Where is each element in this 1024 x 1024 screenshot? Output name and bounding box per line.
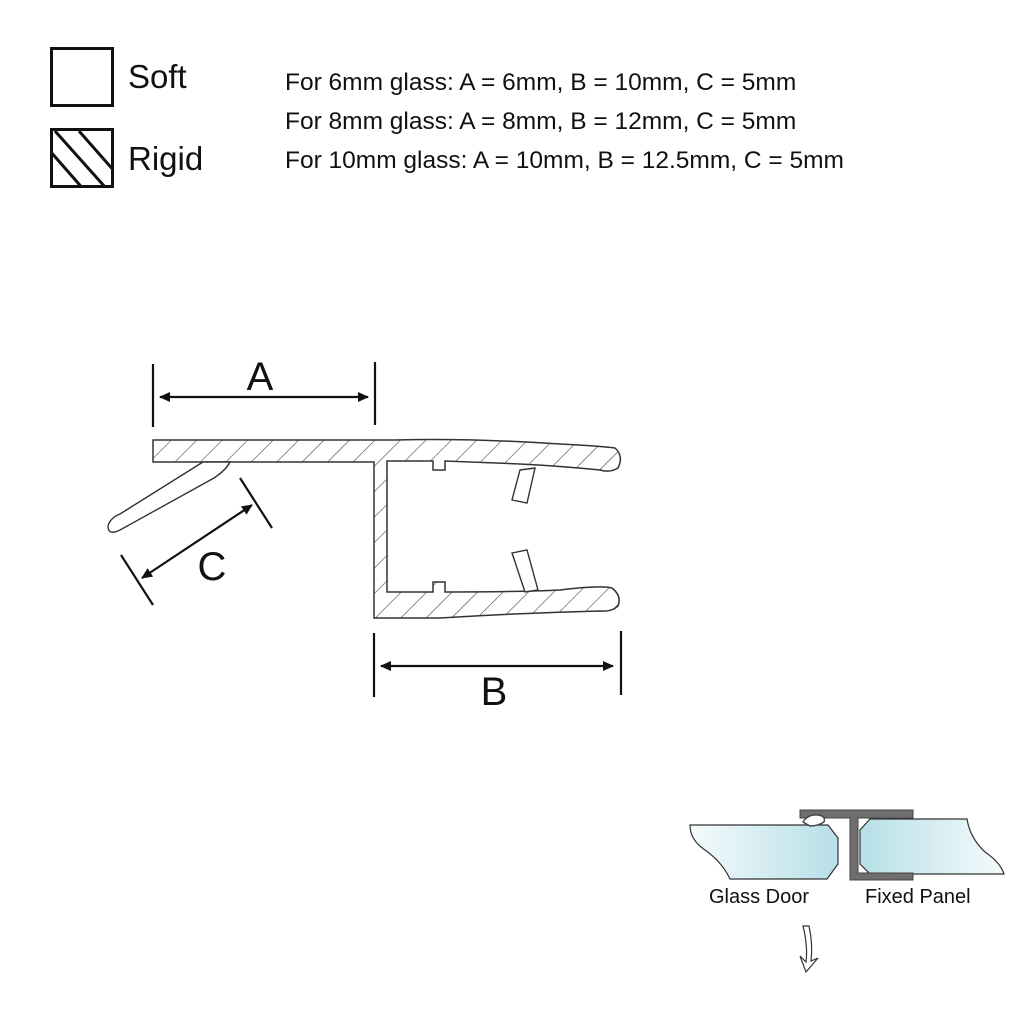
spec-8mm: For 8mm glass: A = 8mm, B = 12mm, C = 5m… [285, 108, 797, 135]
fixed-panel-label: Fixed Panel [865, 886, 971, 908]
dimension-a [151, 362, 377, 427]
spec-10mm: For 10mm glass: A = 10mm, B = 12.5mm, C … [285, 147, 844, 174]
legend-soft-label: Soft [128, 58, 187, 95]
legend-rigid-label: Rigid [128, 140, 204, 177]
dimension-c-label: C [198, 545, 227, 589]
glass-door-label: Glass Door [709, 886, 810, 908]
legend-soft-swatch [50, 47, 114, 107]
dimension-b-label: B [481, 670, 508, 714]
rigid-profile [152, 438, 622, 619]
glass-door-pane [689, 824, 839, 880]
dimension-b [372, 631, 623, 697]
inset-installation-illustration [689, 809, 1005, 881]
dimension-c [120, 477, 273, 606]
soft-fins [107, 461, 539, 593]
seal-fin-inset [802, 814, 826, 827]
hatch-pattern-icon [53, 131, 111, 185]
legend-rigid-swatch [50, 128, 114, 188]
spec-6mm: For 6mm glass: A = 6mm, B = 10mm, C = 5m… [285, 69, 797, 96]
swing-arrow-icon [799, 925, 819, 974]
glass-specs: For 6mm glass: A = 6mm, B = 10mm, C = 5m… [285, 63, 844, 180]
seal-profile-inset [799, 809, 914, 881]
fixed-panel-pane [859, 818, 1005, 875]
dimension-a-label: A [247, 355, 274, 399]
